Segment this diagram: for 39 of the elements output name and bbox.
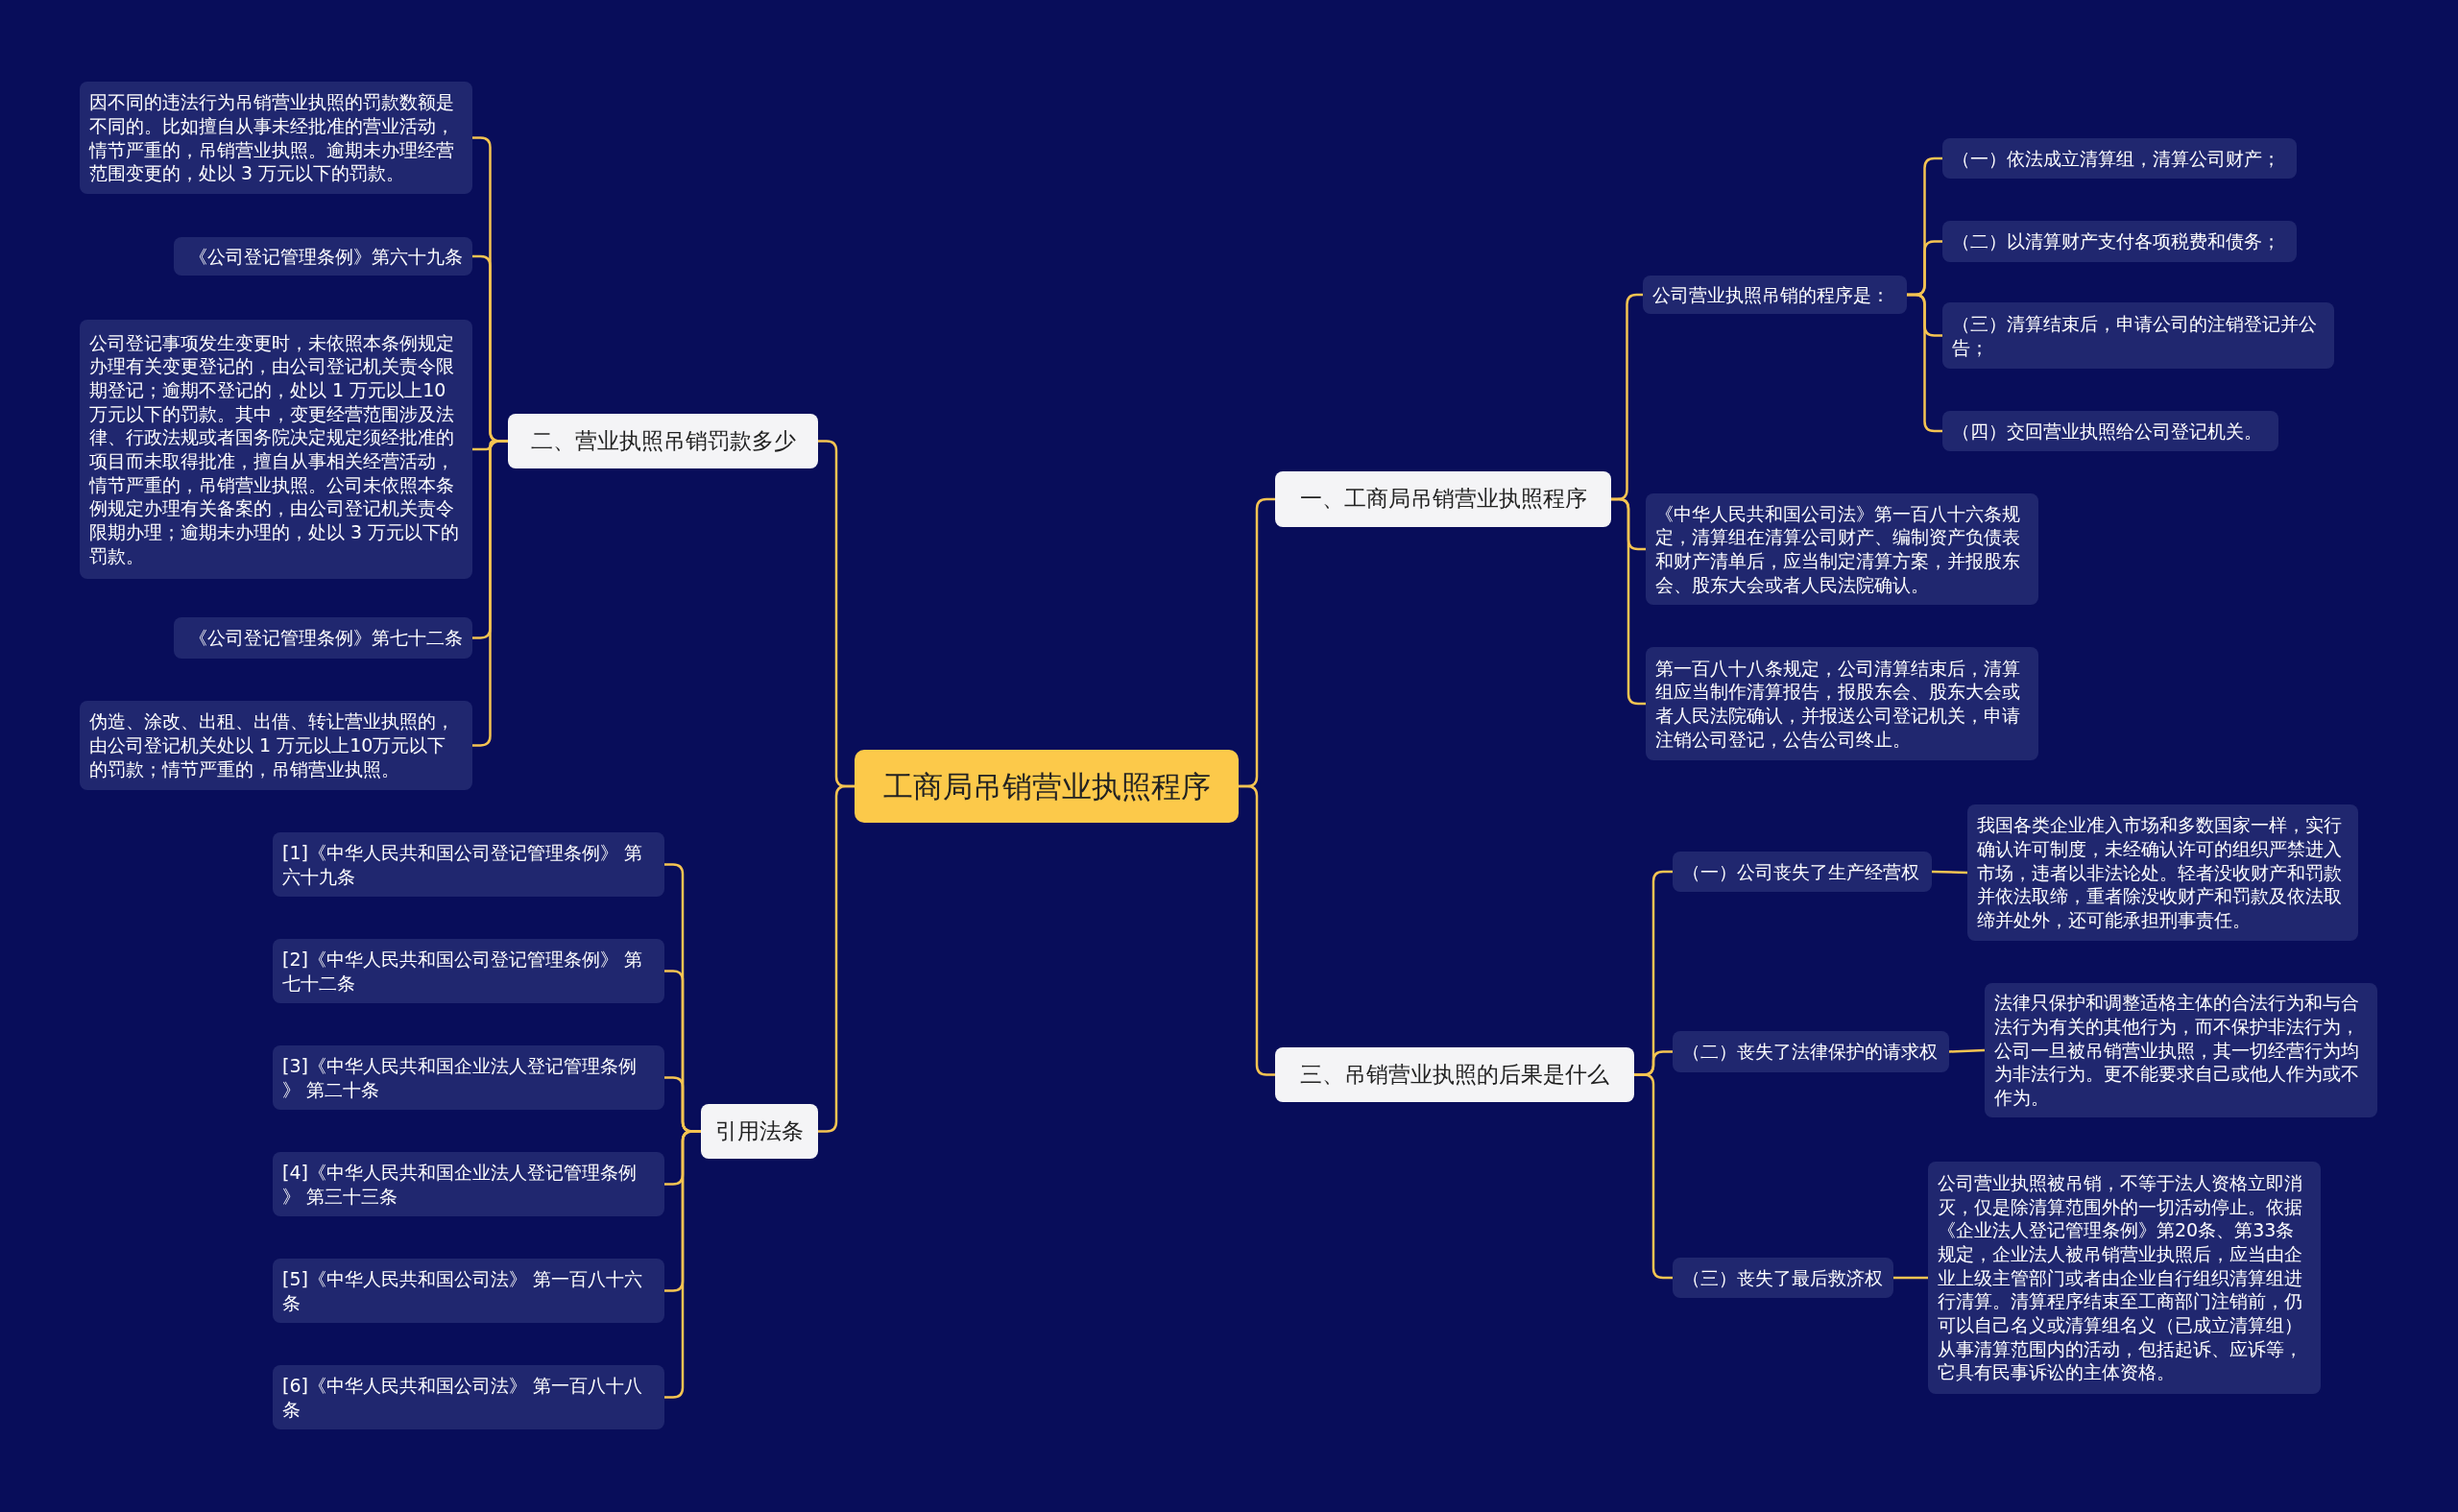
- connector-line: [1634, 1073, 1673, 1280]
- branch-topic-box: 三、吊销营业执照的后果是什么: [1275, 1047, 1634, 1102]
- note-card: 因不同的违法行为吊销营业执照的罚款数额是不同的。比如擅自从事未经批准的营业活动，情节严重的，吊销营业执照。逾期未办理经营范围变更的，处以 3 万元以下的罚款。: [80, 82, 472, 194]
- connector-line: [1239, 784, 1275, 1076]
- branch-topic-box: 引用法条: [701, 1104, 818, 1159]
- reference-card: [5]《中华人民共和国公司法》 第一百八十六条: [273, 1259, 664, 1323]
- note-card: （三）清算结束后，申请公司的注销登记并公告；: [1942, 302, 2334, 369]
- note-card: 公司营业执照被吊销，不等于法人资格立即消灭，仅是除清算范围外的一切活动停止。依据《企业法人登记管理条例》第20条、第33条规定，企业法人被吊销营业执照后，应当由企业上级主管部门或者由企业自行组织清算组进行清算。清算程序结束至工商部门注销前，仍可以自己名义或清算组名义（已成立清算组）从事清算范围内的活动，包括起诉、应诉等，它具有民事诉讼的主体资格。: [1928, 1162, 2321, 1394]
- note-card: 第一百八十八条规定，公司清算结束后，清算组应当制作清算报告，报股东会、股东大会或者人民法院确认，并报送公司登记机关，申请注销公司登记，公告公司终止。: [1646, 647, 2038, 760]
- note-card: 公司营业执照吊销的程序是：: [1643, 276, 1907, 314]
- note-card: 《公司登记管理条例》第七十二条: [174, 617, 472, 659]
- connector-line: [818, 784, 855, 1133]
- note-card: 伪造、涂改、出租、出借、转让营业执照的，由公司登记机关处以 1 万元以上10万元以下的罚款；情节严重的，吊销营业执照。: [80, 701, 472, 790]
- reference-card: [2]《中华人民共和国公司登记管理条例》 第七十二条: [273, 939, 664, 1003]
- note-card: 公司登记事项发生变更时，未依照本条例规定办理有关变更登记的，由公司登记机关责令限期登记；逾期不登记的，处以 1 万元以上10 万元以下的罚款。其中，变更经营范围涉及法律、行政法规或者国务院决定规定须经批准的项目而未取得批准，擅自从事相关经营活动，情节严重的，吊销营业执照。公司未依照本条例规定办理有关备案的，由公司登记机关责令限期办理；逾期未办理的，处以 3 万元以下的罚款。: [80, 320, 472, 579]
- note-card: （二）丧失了法律保护的请求权: [1673, 1031, 1949, 1072]
- note-card: （三）丧失了最后救济权: [1673, 1258, 1893, 1298]
- note-card: （一）依法成立清算组，清算公司财产；: [1942, 138, 2297, 179]
- connector-line: [1931, 870, 1968, 875]
- connector-line: [1948, 1048, 1986, 1053]
- connector-line: [1611, 497, 1646, 706]
- branch-topic-box: 二、营业执照吊销罚款多少: [508, 414, 818, 468]
- reference-card: [1]《中华人民共和国公司登记管理条例》 第六十九条: [273, 832, 664, 897]
- reference-card: [3]《中华人民共和国企业法人登记管理条例》 第二十条: [273, 1045, 664, 1110]
- note-card: （四）交回营业执照给公司登记机关。: [1942, 411, 2278, 451]
- branch-topic-box: 一、工商局吊销营业执照程序: [1275, 471, 1611, 527]
- connector-line: [1907, 293, 1942, 433]
- connector-line: [1893, 1276, 1928, 1280]
- note-card: 我国各类企业准入市场和多数国家一样，实行确认许可制度，未经确认许可的组织严禁进入市场，违者以非法论处。轻者没收财产和罚款并依法取缔，重者除没收财产和罚款及依法取缔并处外，还可能承担刑事责任。: [1967, 804, 2358, 941]
- reference-card: [6]《中华人民共和国公司法》 第一百八十八条: [273, 1365, 664, 1429]
- connector-line: [472, 440, 508, 747]
- note-card: 《中华人民共和国公司法》第一百八十六条规定，清算组在清算公司财产、编制资产负债表和财产清单后，应当制定清算方案，并报股东会、股东大会或者人民法院确认。: [1646, 493, 2038, 605]
- note-card: （一）公司丧失了生产经营权: [1673, 852, 1932, 892]
- note-card: （二）以清算财产支付各项税费和债务；: [1942, 221, 2297, 262]
- note-card: 《公司登记管理条例》第六十九条: [174, 237, 472, 276]
- connector-line: [664, 1130, 701, 1399]
- central-topic-box: 工商局吊销营业执照程序: [855, 750, 1239, 823]
- reference-card: [4]《中华人民共和国企业法人登记管理条例》 第三十三条: [273, 1152, 664, 1216]
- note-card: 法律只保护和调整适格主体的合法行为和与合法行为有关的其他行为，而不保护非法行为，公司一旦被吊销营业执照，其一切经营行为均为非法行为。更不能要求自己或他人作为或不作为。: [1985, 983, 2377, 1117]
